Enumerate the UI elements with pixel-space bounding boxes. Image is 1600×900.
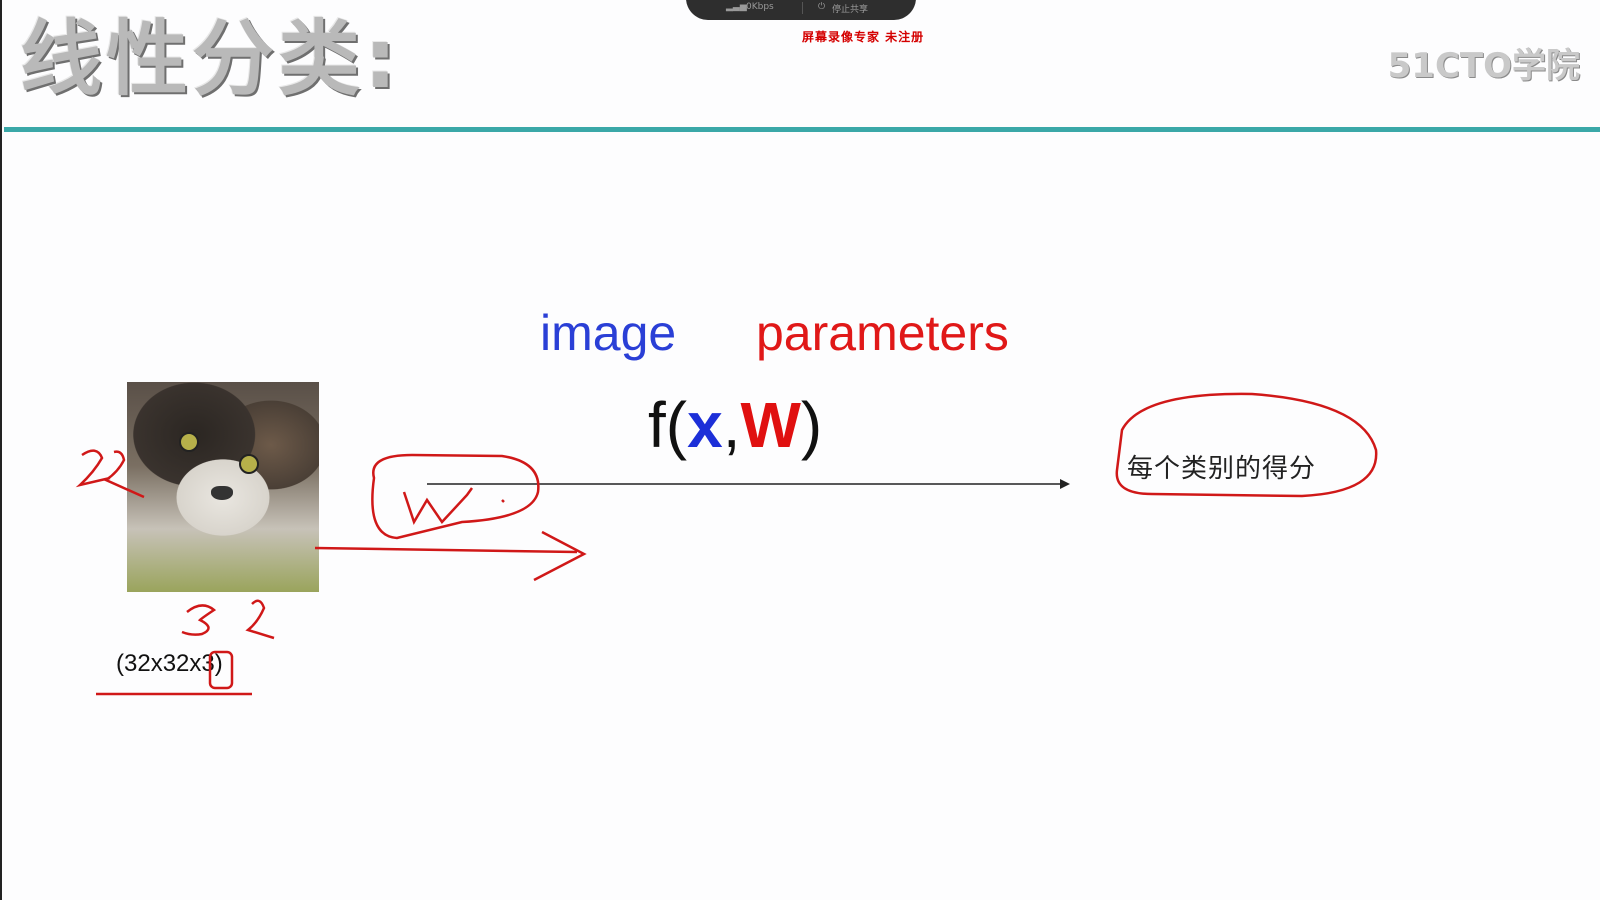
formula: f(x,W) xyxy=(648,388,822,462)
power-icon[interactable]: ⏻ xyxy=(818,2,826,12)
signal-bars-icon: ▂▃▅ xyxy=(726,2,747,12)
cat-image xyxy=(127,382,319,592)
formula-f-open: f( xyxy=(648,389,688,461)
arrow-head xyxy=(1060,479,1070,489)
stop-sharing-button[interactable]: 停止共享 xyxy=(832,5,869,15)
class-scores-label: 每个类别的得分 xyxy=(1127,454,1317,484)
title-divider xyxy=(4,127,1600,132)
image-to-w-arrow xyxy=(314,530,587,582)
slide-title: 线性分类: xyxy=(20,12,401,107)
handwritten-w xyxy=(402,487,505,525)
image-label: image xyxy=(540,305,677,361)
image-dimensions: (32x32x3) xyxy=(116,650,223,677)
formula-w: W xyxy=(740,389,801,461)
handwritten-32-bottom xyxy=(181,599,275,640)
formula-close: ) xyxy=(800,389,823,461)
cat-nose xyxy=(211,486,233,500)
formula-comma: , xyxy=(722,389,741,461)
cat-right-eye xyxy=(239,454,259,474)
bitrate-label: 0Kbps xyxy=(746,2,774,12)
screen-share-toolbar: ▂▃▅ 0Kbps ⏻ 停止共享 xyxy=(686,0,916,20)
w-circle-annotation xyxy=(371,453,540,540)
brand-logo: 51CTO学院 xyxy=(1387,46,1580,86)
recorder-watermark: 屏幕录像专家 未注册 xyxy=(802,30,925,44)
parameters-label: parameters xyxy=(756,305,1009,361)
toolbar-divider xyxy=(802,2,803,14)
formula-x: x xyxy=(687,389,723,461)
cat-left-eye xyxy=(179,432,199,452)
